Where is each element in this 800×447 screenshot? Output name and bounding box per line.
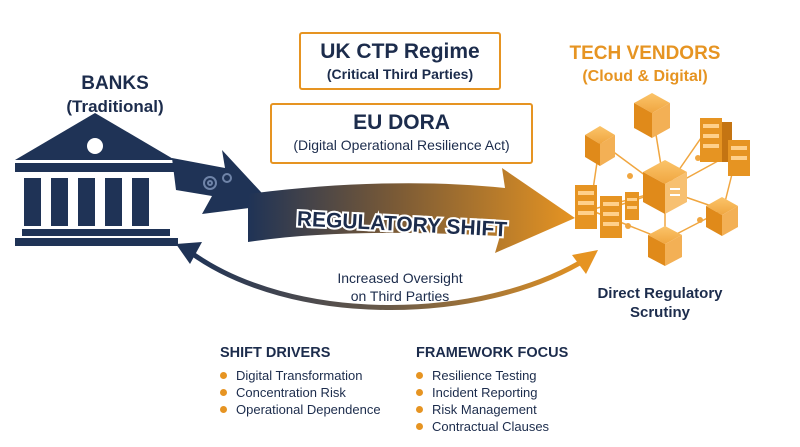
list-item: Operational Dependence — [220, 401, 420, 418]
vendors-title: TECH VENDORS (Cloud & Digital) — [560, 42, 730, 88]
gears-icon — [203, 173, 232, 190]
server-rack-icon — [575, 185, 639, 238]
bullet-dot-icon — [416, 372, 423, 379]
list-item-text: Digital Transformation — [236, 368, 363, 383]
list-item: Digital Transformation — [220, 367, 420, 384]
uk-ctp-regime-box: UK CTP Regime (Critical Third Parties) — [299, 32, 501, 90]
list-item: Concentration Risk — [220, 384, 420, 401]
eu-dora-box: EU DORA (Digital Operational Resilience … — [270, 103, 533, 164]
list-item-text: Operational Dependence — [236, 402, 381, 417]
bullet-dot-icon — [220, 372, 227, 379]
oversight-arc-arrow — [176, 242, 598, 310]
list-item: Contractual Clauses — [416, 418, 636, 435]
list-item: Risk Management — [416, 401, 636, 418]
shift-drivers-heading: SHIFT DRIVERS — [220, 345, 331, 361]
bullet-dot-icon — [220, 406, 227, 413]
list-item: Incident Reporting — [416, 384, 636, 401]
framework-focus-heading: FRAMEWORK FOCUS — [416, 345, 569, 361]
list-item-text: Incident Reporting — [432, 385, 538, 400]
oversight-line-1: Increased Oversight — [337, 270, 463, 286]
bullet-dot-icon — [416, 389, 423, 396]
framework-focus-list: FRAMEWORK FOCUS Resilience Testing Incid… — [416, 345, 636, 435]
regulatory-shift-arrow — [248, 168, 575, 253]
direct-scrutiny-label: Direct Regulatory Scrutiny — [575, 284, 745, 322]
list-item-text: Concentration Risk — [236, 385, 346, 400]
direct-line-1: Direct Regulatory — [597, 285, 723, 302]
banks-title-text: BANKS — [81, 73, 149, 94]
shift-arrow-head-icon — [172, 150, 273, 214]
uk-regime-title: UK CTP Regime — [320, 40, 480, 63]
vendors-subtitle: (Cloud & Digital) — [582, 68, 708, 85]
oversight-line-2: on Third Parties — [350, 288, 450, 304]
cloud-server-network-icon — [575, 93, 750, 266]
server-rack-icon — [700, 118, 750, 176]
direct-line-2: Scrutiny — [629, 304, 690, 321]
vendors-title-text: TECH VENDORS — [569, 43, 721, 64]
bullet-dot-icon — [220, 389, 227, 396]
shift-drivers-list: SHIFT DRIVERS Digital Transformation Con… — [220, 345, 420, 418]
eu-regime-subtitle: (Digital Operational Resilience Act) — [293, 137, 510, 153]
eu-regime-title: EU DORA — [353, 111, 450, 134]
bullet-dot-icon — [416, 406, 423, 413]
oversight-label: Increased Oversight on Third Parties — [290, 269, 510, 305]
banks-title: BANKS (Traditional) — [40, 72, 190, 118]
list-item-text: Contractual Clauses — [432, 419, 550, 434]
banks-subtitle: (Traditional) — [66, 97, 164, 116]
uk-regime-subtitle: (Critical Third Parties) — [326, 66, 474, 82]
bullet-dot-icon — [416, 423, 423, 430]
bank-building-icon — [15, 113, 178, 246]
list-item: Resilience Testing — [416, 367, 636, 384]
list-item-text: Resilience Testing — [432, 368, 537, 383]
list-item-text: Risk Management — [432, 402, 537, 417]
